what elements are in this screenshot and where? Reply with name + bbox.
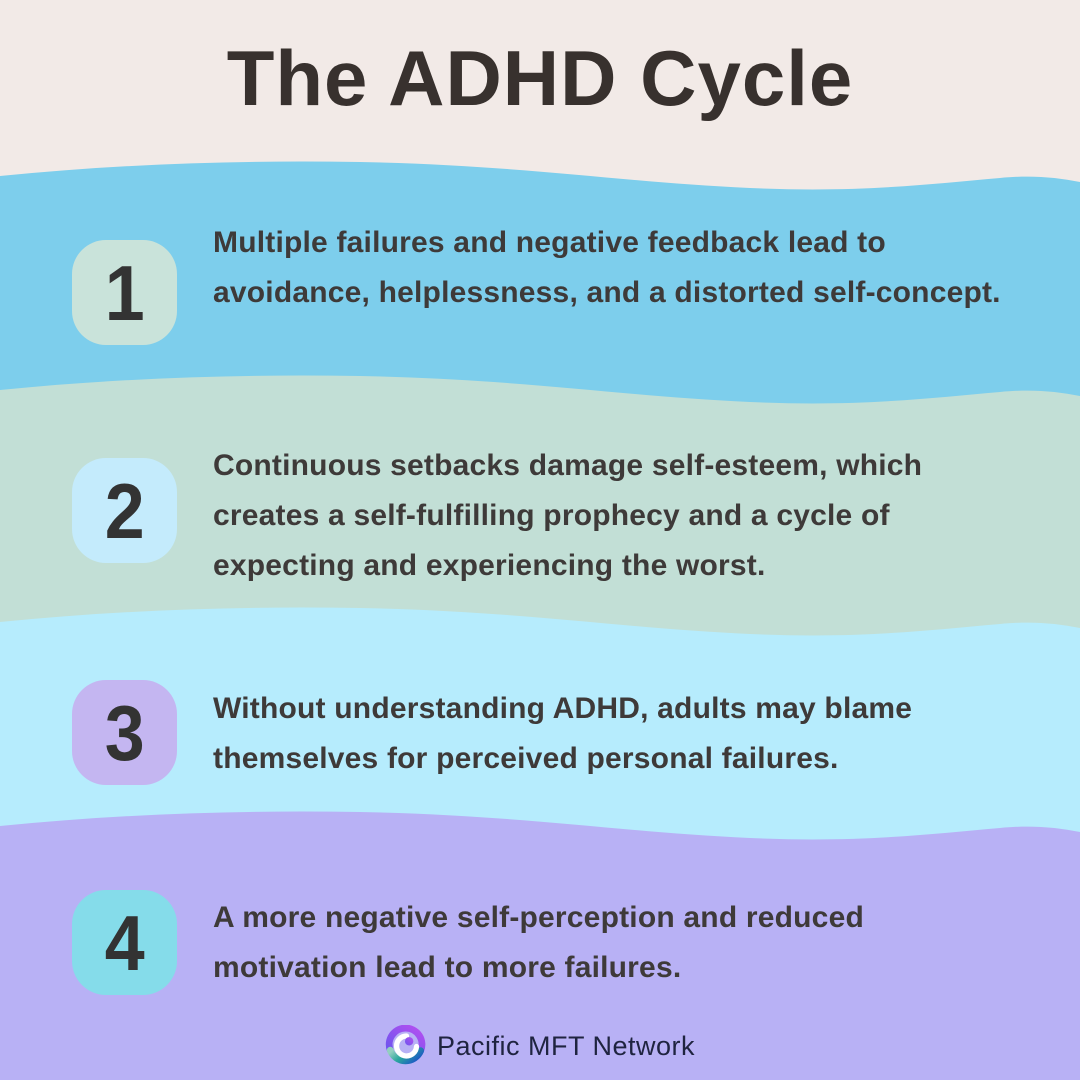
step-1-text: Multiple failures and negative feedback … [213, 226, 1001, 309]
step-3-number: 3 [104, 688, 145, 777]
step-3-text: Without understanding ADHD, adults may b… [213, 692, 913, 775]
step-4-number: 4 [104, 898, 145, 987]
step-2-badge: 2 [72, 458, 177, 563]
step-1-number: 1 [104, 248, 145, 337]
swirl-logo-icon [385, 1025, 426, 1065]
step-3-badge: 3 [72, 680, 177, 785]
page-title: The ADHD Cycle [226, 34, 854, 122]
step-2-number: 2 [104, 466, 145, 555]
step-1-badge: 1 [72, 240, 177, 345]
brand-name: Pacific MFT Network [436, 1030, 696, 1061]
step-2-text: Continuous setbacks damage self-esteem, … [213, 449, 923, 582]
footer-brand: Pacific MFT Network [0, 1022, 1080, 1070]
band-4-shape [0, 811, 1080, 1080]
step-4-text: A more negative self-perception and redu… [213, 901, 864, 984]
step-4-badge: 4 [72, 890, 177, 995]
